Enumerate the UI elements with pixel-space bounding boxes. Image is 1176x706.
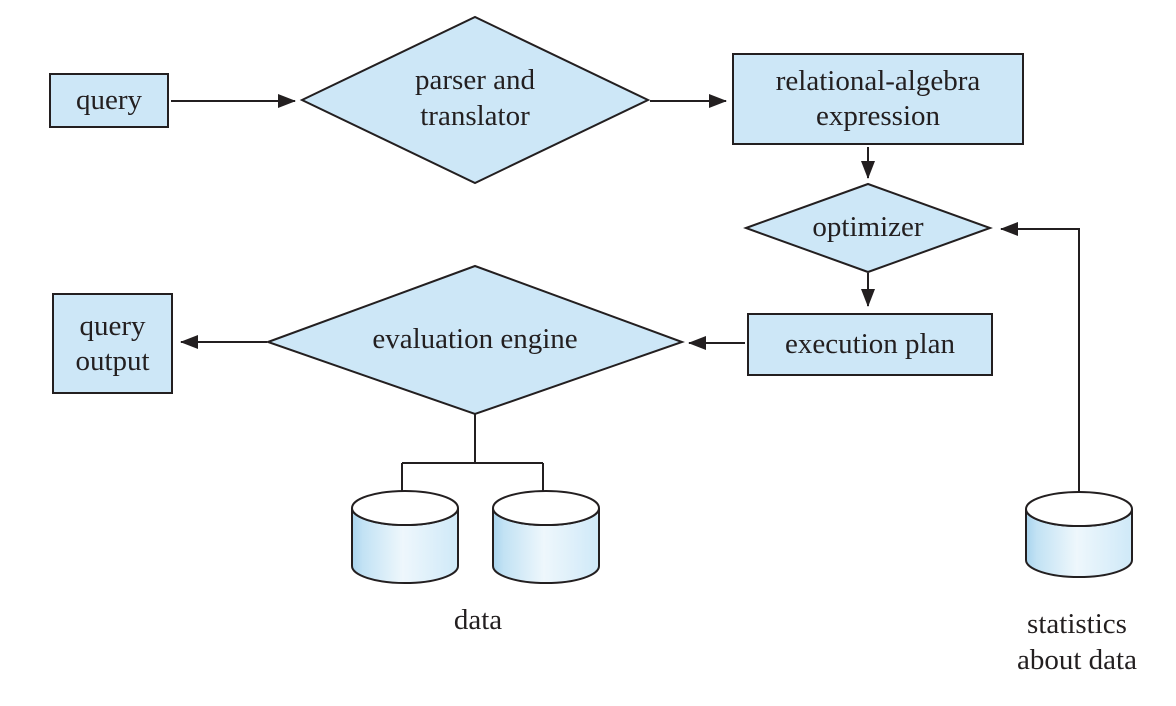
relational-algebra-label-line1: relational-algebra xyxy=(775,65,981,98)
relational-algebra-label-line2: expression xyxy=(815,100,941,132)
optimizer-label: optimizer xyxy=(812,211,924,244)
evaluation-engine-diamond-shape xyxy=(265,264,685,416)
parser-translator-diamond-shape xyxy=(299,15,651,185)
parser-translator-label-line2: translator xyxy=(420,100,530,132)
statistics-cylinder xyxy=(1025,491,1133,578)
statistics-caption-line2: about data xyxy=(1017,644,1137,676)
data-caption: data xyxy=(453,604,503,637)
query-node: query xyxy=(49,73,169,128)
query-output-label-line1: query xyxy=(79,309,146,342)
edge-evaluation-engine-to-data xyxy=(401,414,544,492)
data-cylinder-2 xyxy=(492,490,600,584)
parser-translator-label: parser and translator xyxy=(415,63,535,135)
statistics-caption-line1: statistics xyxy=(1027,608,1127,641)
evaluation-engine-label: evaluation engine xyxy=(372,323,578,356)
execution-plan-node: execution plan xyxy=(747,313,993,376)
optimizer-diamond-shape xyxy=(743,182,993,274)
edge-statistics-to-optimizer xyxy=(1000,222,1080,492)
data-cylinder-1 xyxy=(351,490,459,584)
query-output-node: query output xyxy=(52,293,173,394)
relational-algebra-node: relational-algebra expression xyxy=(732,53,1024,145)
parser-translator-label-line1: parser and xyxy=(415,64,535,97)
statistics-caption: statistics about data xyxy=(1017,607,1137,679)
query-node-label: query xyxy=(75,84,143,117)
execution-plan-label: execution plan xyxy=(785,328,955,361)
query-output-label-line2: output xyxy=(75,344,150,377)
